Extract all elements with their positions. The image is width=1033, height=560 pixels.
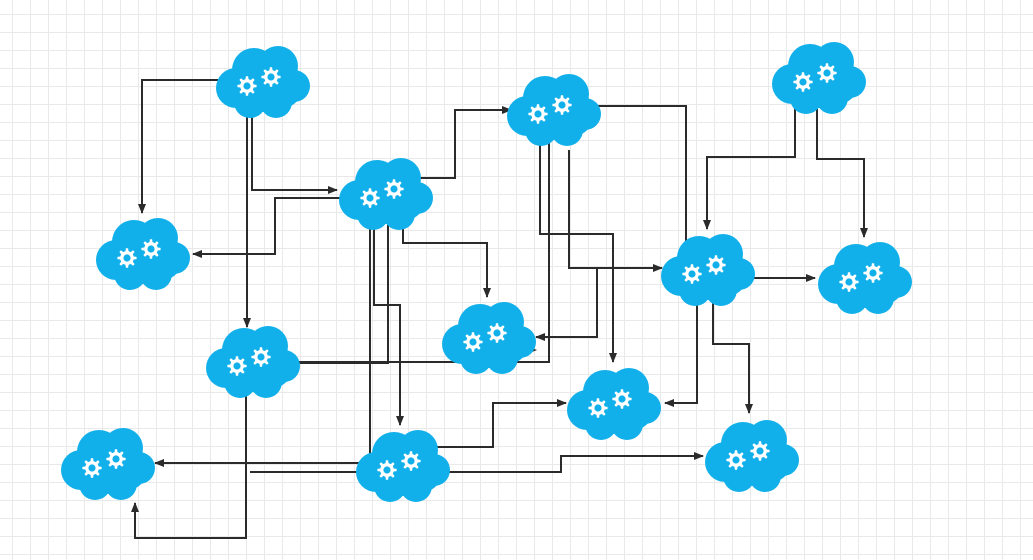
- connector-arrow: [138, 79, 218, 214]
- connector-arrow: [568, 150, 663, 272]
- cloud-gear-icon: [216, 46, 310, 118]
- cloud-gear-icon: [507, 74, 601, 146]
- connector-arrow: [664, 283, 698, 407]
- cloud-gear-icon: [705, 420, 799, 492]
- connector-arrow: [192, 197, 373, 258]
- cloud-gear-icon: [818, 242, 912, 314]
- connector-arrow: [251, 98, 338, 194]
- connector-arrow: [131, 378, 247, 539]
- cloud-gear-icon: [96, 218, 190, 290]
- connector-arrow: [712, 283, 753, 414]
- connector-arrow: [535, 267, 603, 341]
- cloud-gear-icon: [772, 42, 866, 114]
- connector-arrow: [400, 106, 512, 179]
- cloud-gear-icon: [61, 428, 155, 500]
- cloud-gear-icon: [567, 368, 661, 440]
- cloud-gear-icon: [339, 158, 433, 230]
- connector-arrow: [425, 399, 567, 448]
- connector-arrow: [816, 88, 868, 238]
- connector-arrow: [703, 88, 796, 230]
- cloud-gear-icon: [661, 234, 755, 306]
- cloud-gear-icon: [442, 302, 536, 374]
- connector-arrow: [539, 118, 617, 363]
- cloud-gear-icon: [206, 326, 300, 398]
- connector-arrow: [286, 118, 550, 366]
